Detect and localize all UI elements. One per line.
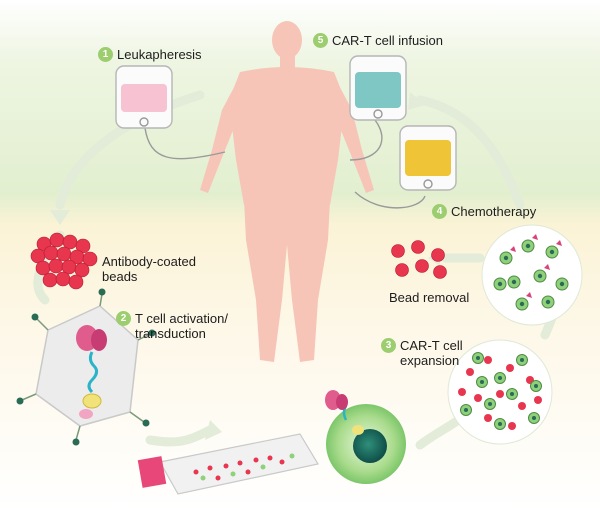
step-2-line1: T cell activation/ — [135, 311, 228, 326]
step-2-text: T cell activation/ transduction — [135, 311, 228, 341]
step-5-text: CAR-T cell infusion — [332, 33, 444, 49]
transduced-t-cell — [325, 390, 406, 484]
activation-bead-hexagon — [16, 288, 156, 446]
step-4-text: Chemotherapy — [451, 204, 537, 220]
step-3-line2: expansion — [400, 353, 460, 368]
antibody-coated-beads-cluster — [30, 232, 98, 290]
step-2-line2: transduction — [135, 326, 206, 341]
bead-removal-label: Bead removal — [389, 290, 470, 305]
step-4-badge: 4 — [432, 204, 447, 220]
beads-label-line1: Antibody-coated — [102, 254, 196, 269]
step-2-label: 2 T cell activation/ transduction — [116, 311, 228, 341]
car-t-expansion-culture — [447, 339, 553, 445]
step-3-text: CAR-T cell expansion — [400, 338, 463, 368]
human-body-figure — [200, 21, 374, 362]
chemotherapy-bag — [399, 125, 457, 191]
step-3-line1: CAR-T cell — [400, 338, 463, 353]
leukapheresis-bag — [115, 65, 173, 129]
step-3-badge: 3 — [381, 338, 396, 353]
beads-label: Antibody-coated beads — [102, 254, 196, 284]
beads-label-line2: beads — [102, 269, 138, 284]
iv-tubes — [144, 119, 426, 209]
step-5-badge: 5 — [313, 33, 328, 49]
step-1-badge: 1 — [98, 47, 113, 63]
car-t-infusion-bag — [349, 55, 407, 121]
step-3-label: 3 CAR-T cell expansion — [381, 338, 463, 368]
step-1-text: Leukapheresis — [117, 47, 202, 63]
removed-beads — [391, 240, 447, 279]
step-2-badge: 2 — [116, 311, 131, 326]
culture-flask — [137, 433, 319, 495]
washed-car-t-cells — [481, 224, 583, 326]
